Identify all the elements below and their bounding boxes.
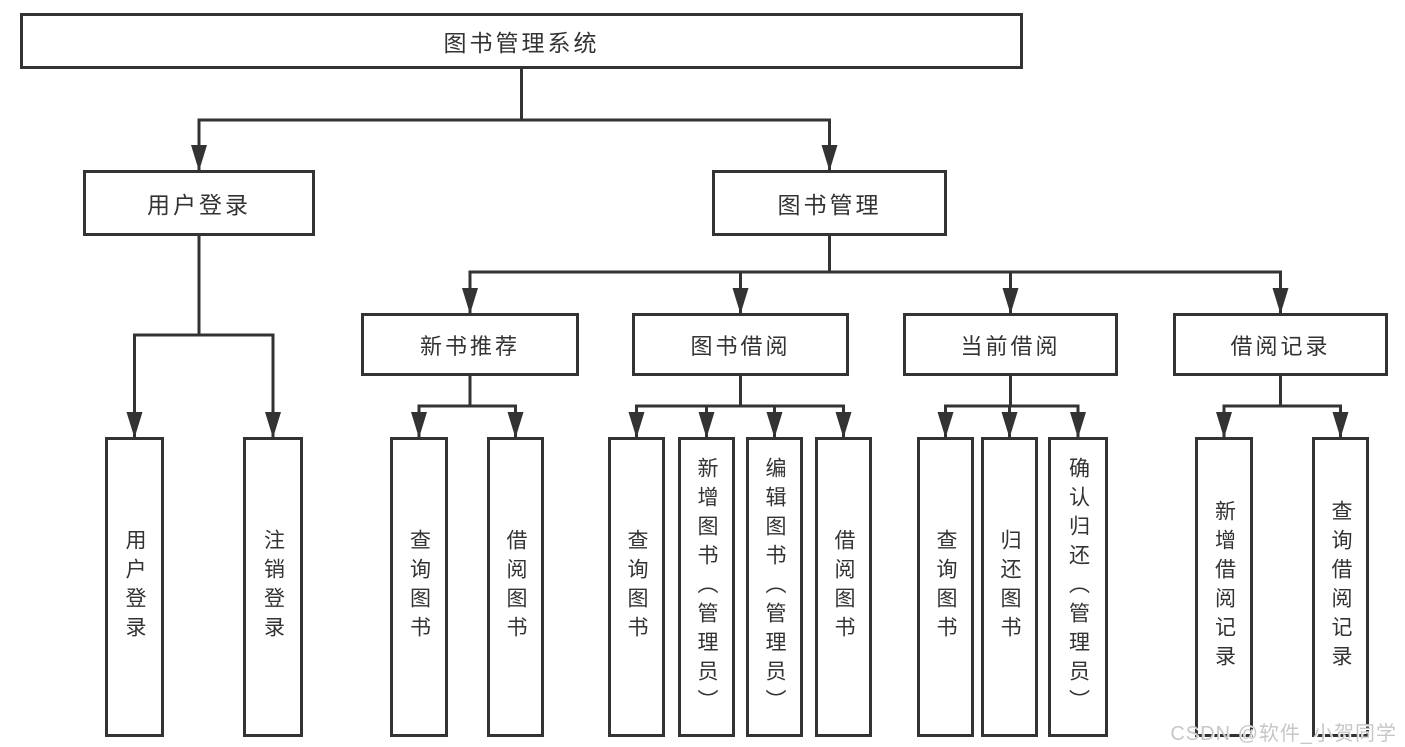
node-leaf-query-books-recommend: 查询图书 [390, 437, 448, 737]
node-leaf-edit-book-admin: 编辑图书（管理员） [746, 437, 803, 737]
node-label: 新增借阅记录 [1212, 500, 1236, 674]
node-leaf-add-borrow-record: 新增借阅记录 [1195, 437, 1253, 737]
node-current-borrowing: 当前借阅 [903, 313, 1118, 376]
node-label: 当前借阅 [960, 333, 1061, 359]
node-label: 查询借阅记录 [1329, 500, 1352, 674]
csdn-watermark: CSDN @软件_小贺同学 [1170, 723, 1397, 745]
node-leaf-add-book-admin: 新增图书（管理员） [678, 437, 735, 737]
node-label: 图书借阅 [690, 333, 791, 359]
node-label: 确认归还（管理员） [1066, 456, 1090, 718]
node-label: 用户登录 [147, 192, 251, 218]
node-leaf-return-book: 归还图书 [981, 437, 1038, 737]
node-leaf-user-login: 用户登录 [105, 437, 164, 737]
node-book-borrowing: 图书借阅 [632, 313, 849, 376]
node-label: 新书推荐 [419, 333, 520, 359]
node-root: 图书管理系统 [20, 13, 1023, 69]
node-user-login-branch: 用户登录 [83, 170, 315, 236]
node-label: 查询图书 [625, 529, 648, 645]
node-label: 查询图书 [934, 529, 957, 645]
node-new-book-recommend: 新书推荐 [361, 313, 579, 376]
node-leaf-query-books-current: 查询图书 [917, 437, 974, 737]
node-label: 用户登录 [123, 529, 146, 645]
node-leaf-logout: 注销登录 [243, 437, 303, 737]
node-leaf-borrow-books-recommend: 借阅图书 [487, 437, 544, 737]
node-label: 编辑图书（管理员） [763, 456, 786, 718]
node-leaf-borrow-books-borrowing: 借阅图书 [815, 437, 872, 737]
node-label: 图书管理 [777, 192, 882, 218]
node-borrowing-records: 借阅记录 [1173, 313, 1388, 376]
node-label: 新增图书（管理员） [695, 456, 718, 718]
node-leaf-query-borrow-record: 查询借阅记录 [1312, 437, 1369, 737]
node-book-management-branch: 图书管理 [712, 170, 947, 236]
node-label: 归还图书 [998, 529, 1021, 645]
node-label: 注销登录 [261, 529, 285, 645]
node-label: 查询图书 [407, 529, 431, 645]
node-label: 图书管理系统 [443, 30, 600, 56]
node-leaf-confirm-return-admin: 确认归还（管理员） [1048, 437, 1108, 737]
node-label: 借阅记录 [1230, 333, 1331, 359]
node-label: 借阅图书 [504, 529, 527, 645]
node-leaf-query-books-borrowing: 查询图书 [608, 437, 665, 737]
node-label: 借阅图书 [832, 529, 855, 645]
